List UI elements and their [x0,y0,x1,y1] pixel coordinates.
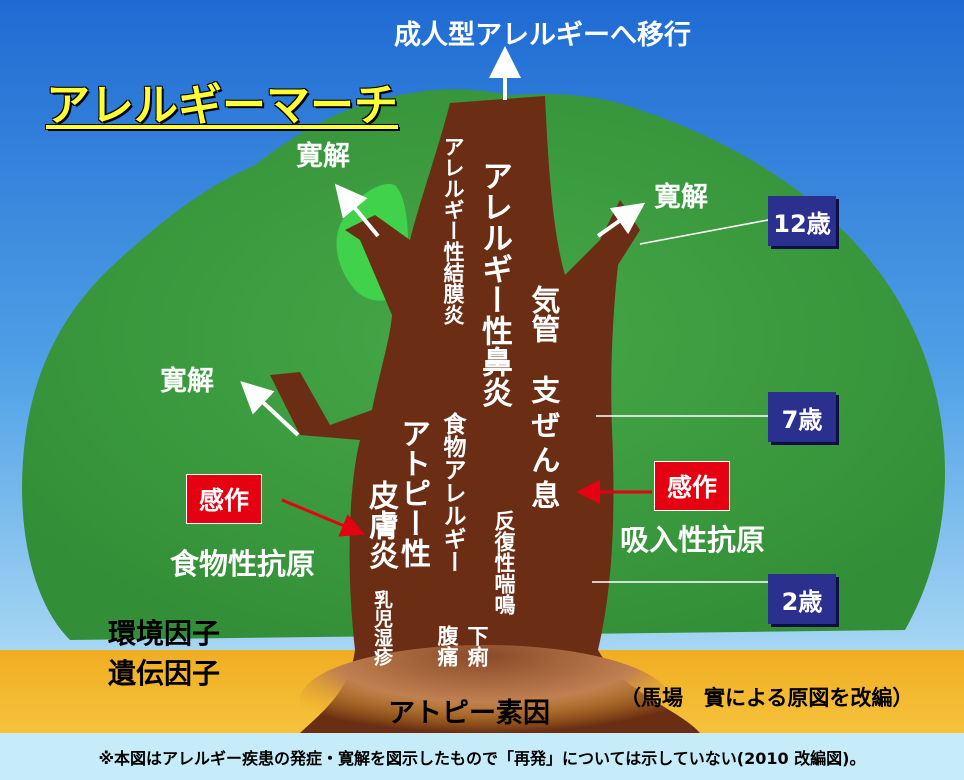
recurrent-wheeze-label: 反復性喘鳴 [492,510,516,615]
genetic-factor-label: 遺伝因子 [108,657,221,690]
age-box-7: 7歳 [768,392,836,442]
sensitization-box-left: 感作 [186,474,262,524]
footnote-caption: ※本図はアレルギー疾患の発症・寛解を図示したもので「再発」については示していない… [98,748,866,768]
remission-arrow-upper-left [334,183,380,238]
remission-label-right: 寛解 [654,182,708,213]
remission-arrow-right [596,202,646,238]
root-glow [300,645,670,733]
food-antigen-label: 食物性抗原 [170,547,316,581]
remission-arrow-lower-left [240,381,300,437]
stomachache-label: 腹痛 [435,625,459,667]
food-allergy-label: 食物アレルギー [439,412,465,573]
asthma-label-line1: 気管 [526,285,561,343]
atopic-dermatitis-label-line1: アトピー性 [395,418,430,568]
atopic-predisposition-label: アトピー素因 [388,698,550,729]
tree-trunk [270,96,700,733]
diarrhea-label: 下痢 [465,625,489,667]
age-box-2: 2歳 [768,574,836,624]
adult-transition-label: 成人型アレルギーへ移行 [394,20,691,51]
rhinitis-label: アレルギー性鼻炎 [476,160,512,408]
diagram-title: アレルギーマーチ [46,80,398,131]
asthma-label-line2: 支ぜん息 [526,375,561,515]
sensitization-box-right: 感作 [654,461,730,511]
atopic-dermatitis-label-line2: 皮膚炎 [363,480,398,570]
infant-eczema-label: 乳児湿疹 [371,590,393,666]
remission-label-upper-left: 寛解 [296,141,350,172]
age-line-12 [639,219,769,245]
remission-label-lower-left: 寛解 [160,366,214,397]
inhalant-antigen-label: 吸入性抗原 [620,523,766,557]
sensitization-arrow-left [281,498,366,537]
environmental-factor-label: 環境因子 [108,617,221,650]
source-credit: （馬場 實による原図を改編） [620,686,914,710]
caption-bar: ※本図はアレルギー疾患の発症・寛解を図示したもので「再発」については示していない… [0,733,964,780]
conjunctivitis-label: アレルギー性結膜炎 [441,136,465,325]
age-box-12: 12歳 [768,196,836,246]
